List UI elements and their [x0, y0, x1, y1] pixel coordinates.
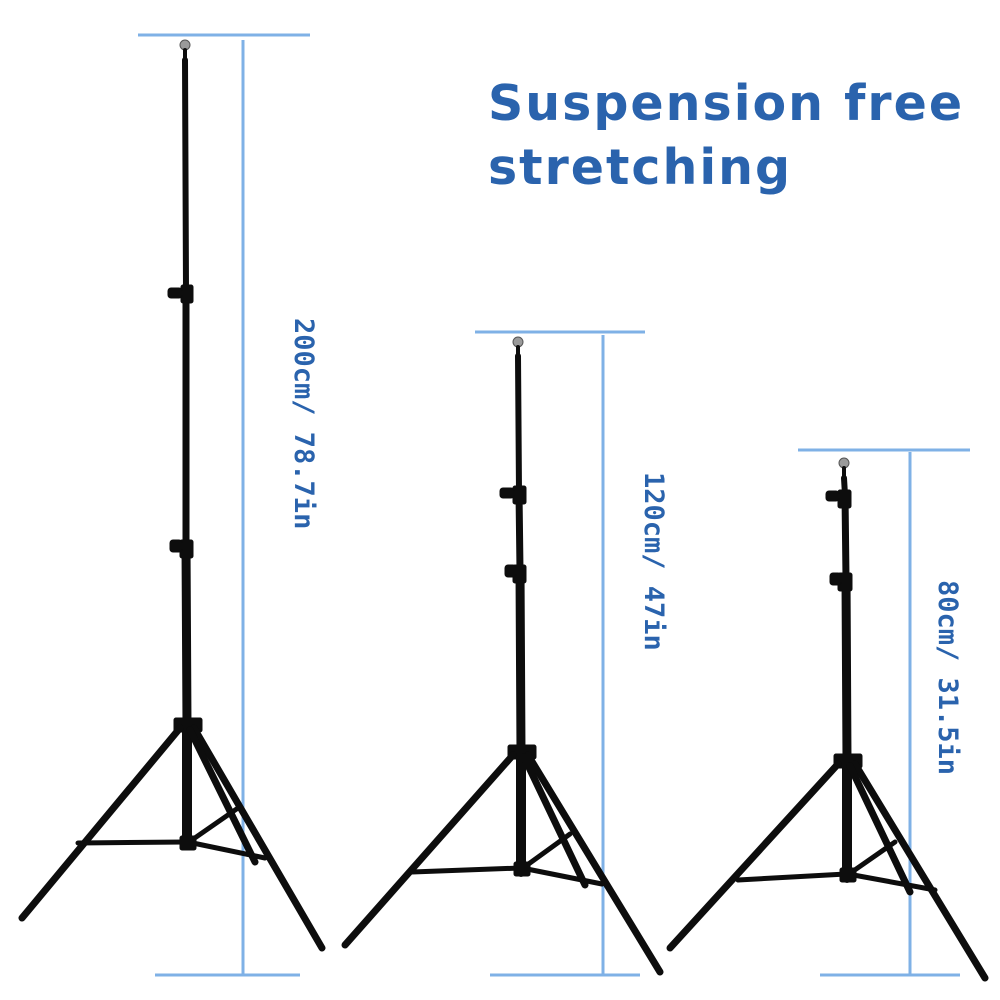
light-stand-tall	[18, 33, 326, 977]
headline-line-1: Suspension free	[488, 75, 965, 132]
stand-body-medium	[341, 336, 664, 976]
light-stand-short	[666, 448, 989, 982]
headline-line-2: stretching	[488, 139, 793, 196]
stand-body-short	[666, 457, 989, 982]
stand-body-tall	[18, 39, 326, 952]
measure-guide-tall	[138, 33, 310, 977]
height-label-medium: 120cm/ 47in	[638, 472, 669, 651]
height-label-short: 80cm/ 31.5in	[932, 580, 963, 776]
headline: Suspension free stretching	[488, 72, 988, 200]
height-label-tall: 200cm/ 78.7in	[288, 318, 319, 530]
light-stand-medium	[341, 330, 664, 977]
measure-guide-medium	[475, 330, 645, 977]
